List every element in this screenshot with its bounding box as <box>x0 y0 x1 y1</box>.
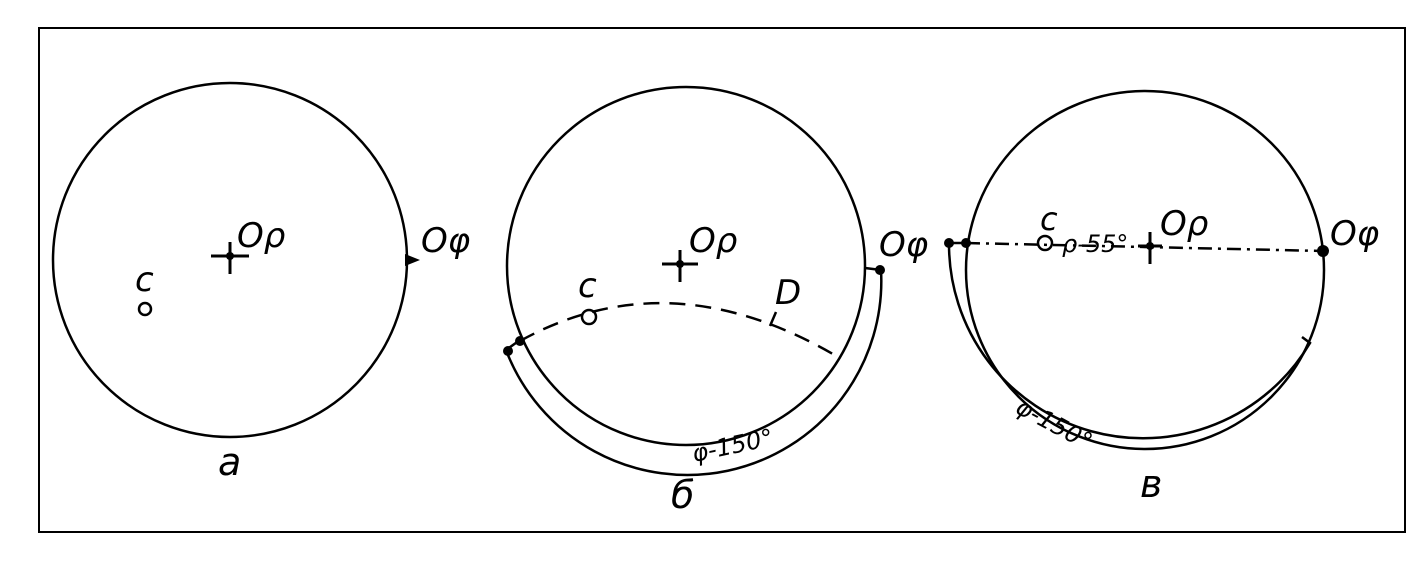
panel-c-point-c <box>1036 234 1054 252</box>
panel-b-center-label: Oρ <box>689 221 738 261</box>
panel-a-center-label: Oρ <box>237 216 286 256</box>
panel-a-edge-marker <box>405 254 420 266</box>
panel-a-caption: а <box>218 440 241 484</box>
panel-b-point-c <box>580 308 598 326</box>
panel-c-angle-band <box>947 241 1312 440</box>
panel-b-angle-label: φ-150° <box>689 423 775 468</box>
panel-b-caption: б <box>671 473 694 517</box>
panel-a-point-c <box>137 301 153 317</box>
panel-c-point-label: c <box>1040 200 1058 238</box>
panel-c-caption: в <box>1140 462 1162 506</box>
panel-b-edge-label: Oφ <box>879 225 929 265</box>
panel-c-circle <box>964 89 1326 451</box>
panel-a: Oρ Oφ c а <box>51 81 471 484</box>
panel-b-circle <box>505 85 867 447</box>
panel-b-center-marker <box>662 250 698 282</box>
panel-b-angle-band <box>504 266 883 477</box>
panel-b: D Oρ Oφ c φ-150° б <box>503 85 929 517</box>
panel-a-point-label: c <box>135 260 154 300</box>
panel-a-edge-label: Oφ <box>421 221 471 261</box>
panel-b-dashed-arc <box>519 301 839 359</box>
panel-c-center-label: Oρ <box>1160 204 1209 244</box>
panel-c-rho-label: ρ-55° <box>1062 230 1128 258</box>
panel-b-arc-label: D <box>775 273 801 313</box>
panel-c-angle-label: φ-150° <box>1011 393 1097 456</box>
panel-a-center-marker <box>211 242 249 274</box>
panel-c: Oρ Oφ c ρ-55° φ-150° в <box>944 89 1380 506</box>
panel-c-edge-label: Oφ <box>1330 214 1380 254</box>
figure-frame <box>38 27 1406 533</box>
panel-b-point-label: c <box>578 266 597 306</box>
panel-c-center-marker <box>1138 232 1162 264</box>
